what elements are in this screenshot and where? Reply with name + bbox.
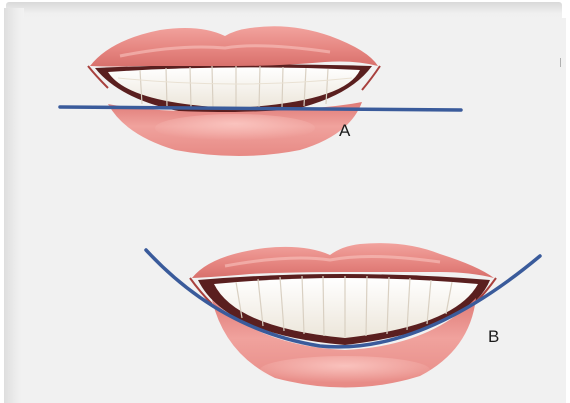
label-b: B xyxy=(488,327,499,347)
upper-lip-b xyxy=(192,243,494,278)
edge-mark xyxy=(560,58,561,67)
label-a: A xyxy=(339,121,350,141)
smile-a xyxy=(88,26,380,156)
